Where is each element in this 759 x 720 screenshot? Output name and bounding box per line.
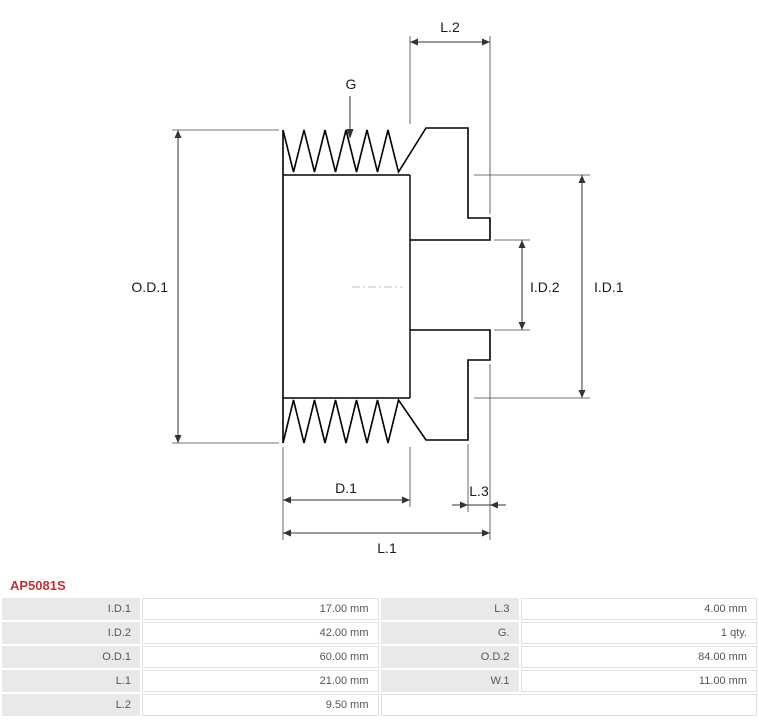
spec-label: W.1 [380, 670, 519, 692]
dimension-d1: D.1 [283, 480, 410, 504]
spec-label: L.3 [380, 598, 519, 620]
spec-empty-cell [380, 694, 757, 716]
dimension-g: G [346, 76, 357, 139]
spec-value: 1 qty. [520, 622, 757, 644]
spec-value: 11.00 mm [520, 670, 757, 692]
dim-label-d1: D.1 [335, 480, 357, 496]
dimension-id1: I.D.1 [578, 175, 624, 398]
spec-value: 42.00 mm [142, 622, 379, 644]
dimension-od1: O.D.1 [131, 130, 182, 443]
spec-value: 60.00 mm [142, 646, 379, 668]
spec-value: 9.50 mm [142, 694, 379, 716]
dim-label-g: G [346, 76, 357, 92]
dim-label-od1: O.D.1 [131, 279, 168, 295]
pulley-outline [282, 127, 491, 444]
dim-label-l3: L.3 [469, 483, 489, 499]
spec-table: I.D.1 17.00 mm L.3 4.00 mm I.D.2 42.00 m… [0, 598, 759, 716]
spec-label: O.D.1 [2, 646, 140, 668]
spec-label: I.D.1 [2, 598, 140, 620]
spec-value: 21.00 mm [142, 670, 379, 692]
spec-label: L.2 [2, 694, 140, 716]
dim-label-id2: I.D.2 [530, 279, 560, 295]
spec-label: L.1 [2, 670, 140, 692]
spec-label: I.D.2 [2, 622, 140, 644]
pulley-diagram: L.2 G O.D.1 I.D.2 I.D.1 [131, 19, 624, 556]
spec-value: 17.00 mm [142, 598, 379, 620]
dim-label-l1: L.1 [377, 540, 397, 556]
spec-label: G. [380, 622, 519, 644]
dim-label-id1: I.D.1 [594, 279, 624, 295]
dimension-id2: I.D.2 [518, 240, 560, 330]
dimension-l1: L.1 [283, 529, 490, 556]
spec-label: O.D.2 [380, 646, 519, 668]
dimension-l2: L.2 [410, 19, 490, 46]
extension-lines [172, 36, 590, 540]
dimension-l3: L.3 [452, 483, 506, 509]
spec-value: 4.00 mm [520, 598, 757, 620]
technical-drawing: L.2 G O.D.1 I.D.2 I.D.1 [131, 19, 624, 556]
part-number-link[interactable]: AP5081S [10, 578, 66, 593]
dim-label-l2: L.2 [440, 19, 460, 35]
spec-value: 84.00 mm [520, 646, 757, 668]
